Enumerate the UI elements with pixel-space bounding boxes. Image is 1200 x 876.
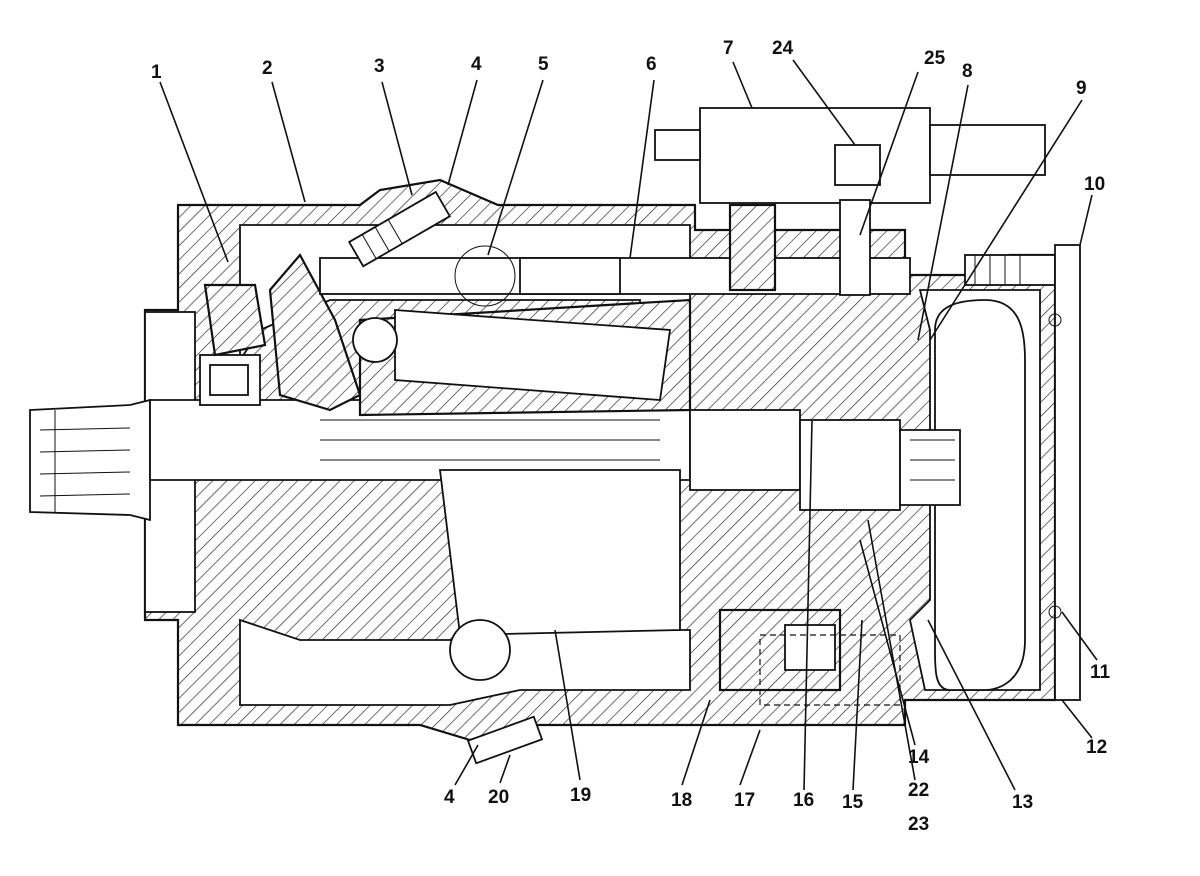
callout-1: 1	[151, 62, 162, 83]
callout-4-top: 4	[471, 54, 482, 75]
callout-11: 11	[1090, 662, 1111, 683]
rear-cover	[718, 244, 1081, 706]
callout-3: 3	[374, 56, 385, 77]
callout-8: 8	[962, 61, 973, 82]
drive-shaft	[29, 311, 961, 613]
callout-16: 16	[793, 790, 814, 811]
swash-plate	[203, 253, 362, 412]
callout-23: 23	[908, 814, 929, 835]
leader-lines	[159, 59, 1098, 791]
callout-15: 15	[842, 792, 864, 813]
callout-6: 6	[646, 54, 657, 75]
callout-18: 18	[671, 790, 692, 811]
callout-19: 19	[570, 785, 591, 806]
callout-13: 13	[1012, 792, 1033, 813]
callout-24: 24	[772, 38, 794, 59]
callout-5: 5	[538, 54, 549, 75]
callout-20: 20	[488, 787, 509, 808]
callout-14: 14	[908, 747, 930, 768]
callout-22: 22	[908, 780, 929, 801]
control-valve	[654, 107, 1046, 296]
cylinder-block	[352, 298, 692, 681]
callout-9: 9	[1076, 78, 1087, 99]
callout-2: 2	[262, 58, 273, 79]
front-bearing	[199, 354, 261, 406]
callout-7: 7	[723, 38, 734, 59]
callout-17: 17	[734, 790, 755, 811]
callout-10: 10	[1084, 174, 1105, 195]
control-rod	[319, 245, 911, 307]
callout-12: 12	[1086, 737, 1107, 758]
callout-4-bottom: 4	[444, 787, 455, 808]
callout-25: 25	[924, 48, 946, 69]
callout-labels: 1 2 3 4 5 6 7 24 25 8 9 10 11 12 13 14 2…	[151, 38, 1111, 835]
